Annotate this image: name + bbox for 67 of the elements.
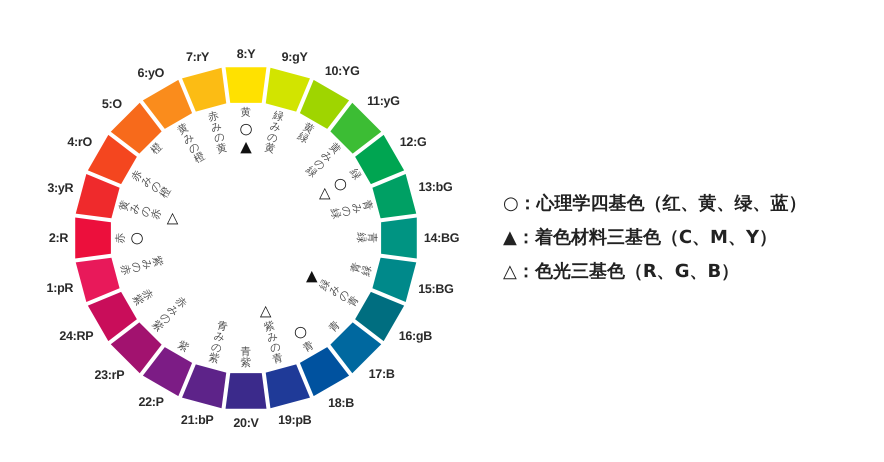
color-segment xyxy=(76,174,120,218)
hue-code: 19:pB xyxy=(278,414,312,426)
color-segment xyxy=(226,67,266,103)
hue-code: 24:RP xyxy=(59,330,94,342)
hue-code: 3:yR xyxy=(47,182,74,194)
hue-code: 6:yO xyxy=(138,66,164,80)
hue-code: 2:R xyxy=(48,232,68,244)
hue-name: 青紫 xyxy=(240,347,252,369)
hue-name: 紫みの赤 xyxy=(118,255,164,278)
hue-name: 青 xyxy=(301,339,316,354)
hue-name: 青緑 xyxy=(355,232,377,244)
color-segment xyxy=(372,174,416,218)
primary-marker: ○ xyxy=(130,230,144,246)
primary-marker: ▲ xyxy=(306,268,318,284)
hue-name: 緑 xyxy=(347,168,362,183)
hue-code: 11:yG xyxy=(367,94,400,107)
primary-marker: ▲ xyxy=(240,140,252,154)
color-segment xyxy=(75,218,111,258)
hue-name: 青みの紫 xyxy=(206,320,229,366)
color-segment xyxy=(381,218,417,258)
hue-name: 青 xyxy=(326,318,343,335)
legend-text: △：色光三基色（R、G、B） xyxy=(503,263,740,281)
hue-code: 7:rY xyxy=(186,50,210,64)
hue-name: 紫みの青 xyxy=(263,320,286,366)
hue-code: 13:bG xyxy=(418,180,452,194)
hue-name: 緑みの黄 xyxy=(263,110,286,156)
legend-text: ○：心理学四基色（红、黄、绿、蓝） xyxy=(503,195,807,213)
hue-name: 赤 xyxy=(115,232,126,244)
hue-code: 15:BG xyxy=(418,282,454,296)
hue-code: 5:O xyxy=(102,98,122,110)
hue-code: 16:gB xyxy=(398,330,432,342)
hue-code: 8:Y xyxy=(236,47,256,60)
hue-name: 赤みの黄 xyxy=(206,110,229,156)
color-segment xyxy=(266,364,310,408)
hue-name: 黄 xyxy=(240,107,252,118)
hue-code: 22:P xyxy=(138,396,164,409)
hue-code: 23:rP xyxy=(94,368,124,381)
primary-marker: △ xyxy=(319,185,331,200)
hue-code: 12:G xyxy=(400,135,426,148)
hue-code: 4:rO xyxy=(67,136,92,148)
legend-text: ▲：着色材料三基色（C、M、Y） xyxy=(503,229,778,247)
hue-code: 20:V xyxy=(233,416,259,429)
primary-marker: ○ xyxy=(294,324,308,340)
hue-name: 黄みの赤 xyxy=(118,198,164,221)
hue-code: 21:bP xyxy=(180,414,214,426)
color-segment xyxy=(372,258,416,302)
primary-marker: △ xyxy=(166,210,178,226)
hue-name: 紫 xyxy=(176,339,191,354)
hue-code: 18:B xyxy=(328,396,354,409)
hue-code: 9:gY xyxy=(282,50,308,63)
hue-name: 赤みの橙 xyxy=(130,168,174,200)
hue-name: 青緑 xyxy=(350,260,374,278)
color-segment xyxy=(226,373,266,409)
hue-code: 1:pR xyxy=(46,282,74,294)
color-segment xyxy=(266,68,310,112)
color-segment xyxy=(182,364,226,408)
hue-code: 14:BG xyxy=(424,232,460,244)
color-segment xyxy=(76,258,120,302)
hue-name: 橙 xyxy=(149,141,166,158)
hue-name: 青みの緑 xyxy=(328,198,374,221)
primary-marker: △ xyxy=(260,304,272,319)
primary-marker: ○ xyxy=(239,122,253,136)
color-segment xyxy=(182,68,226,112)
hue-code: 10:YG xyxy=(324,65,360,78)
hue-name: 黄みの橙 xyxy=(176,122,208,166)
hue-name: 緑みの青 xyxy=(318,276,362,308)
hue-code: 17:B xyxy=(368,367,395,380)
